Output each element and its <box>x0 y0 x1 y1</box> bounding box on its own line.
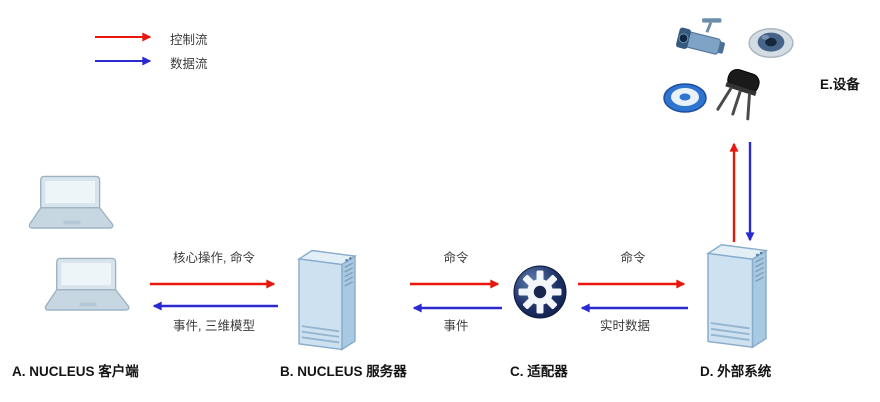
laptop-icon <box>28 175 114 229</box>
cctv-camera-icon <box>676 18 725 55</box>
laptop-icon <box>44 257 130 311</box>
server-tower-icon <box>705 244 769 349</box>
dome-camera-icon <box>748 28 794 59</box>
server-tower-icon <box>297 249 357 351</box>
flow-adapter-to-server-label: 事件 <box>443 319 469 333</box>
external-node-label: D. 外部系统 <box>700 364 772 379</box>
flow-server-to-client-label: 事件, 三维模型 <box>173 319 255 333</box>
flow-client-to-server-label: 核心操作, 命令 <box>173 251 255 265</box>
flow-adapter-to-external-label: 命令 <box>620 251 646 265</box>
smoke-detector-icon <box>663 83 707 113</box>
transistor-icon <box>716 68 760 121</box>
server-node-label: B. NUCLEUS 服务器 <box>280 364 407 379</box>
client-node-label: A. NUCLEUS 客户端 <box>12 364 139 379</box>
flow-server-to-adapter-label: 命令 <box>443 251 469 265</box>
devices-node-label: E.设备 <box>820 77 860 92</box>
legend-data-label: 数据流 <box>170 57 208 71</box>
legend-control-label: 控制流 <box>170 33 208 47</box>
adapter-node-label: C. 适配器 <box>510 364 568 379</box>
flow-external-to-adapter-label: 实时数据 <box>599 319 650 333</box>
gear-icon <box>513 265 567 319</box>
